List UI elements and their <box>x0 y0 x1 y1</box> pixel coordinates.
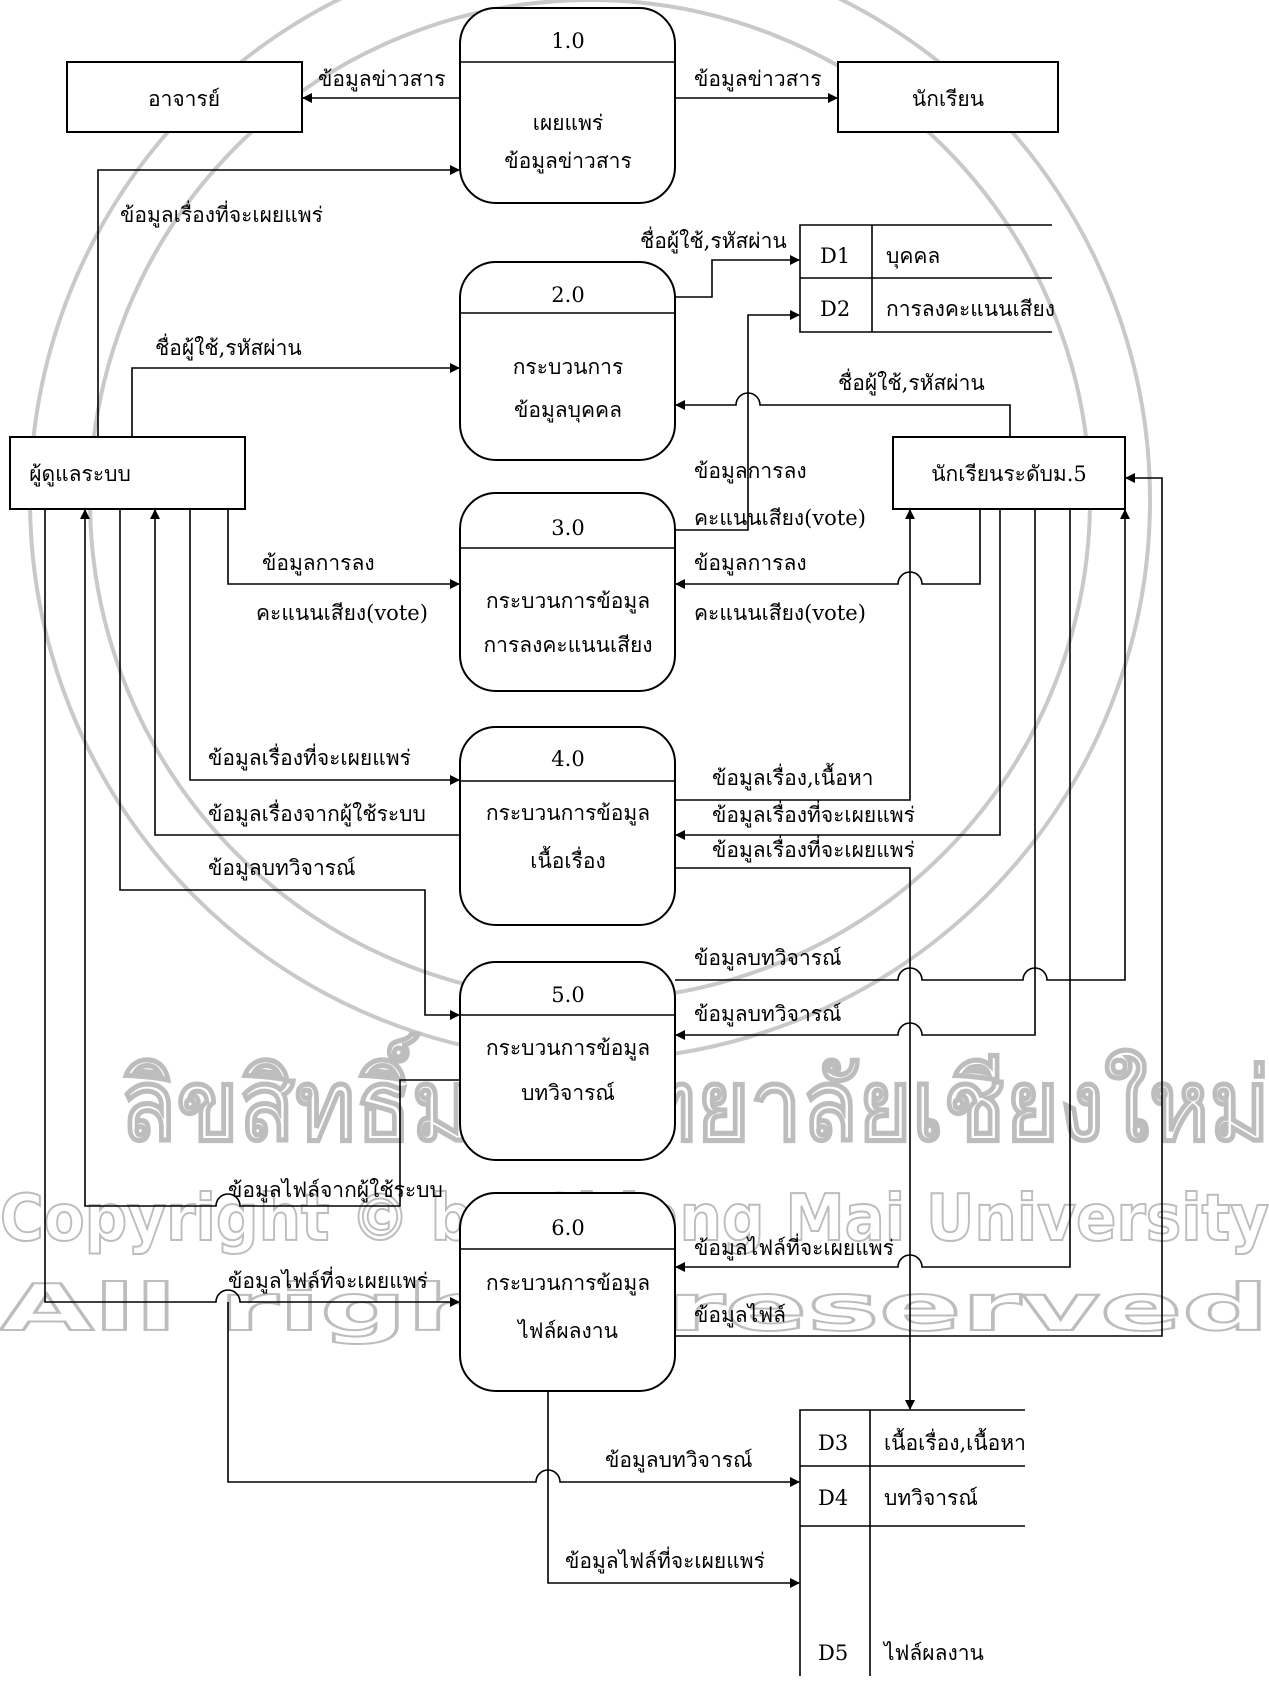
flow-admin-userpass-label: ชื่อผู้ใช้,รหัสผ่าน <box>155 333 302 361</box>
data-store-d1-d2: D1 บุคคล D2 การลงคะแนนเสียง <box>799 224 1055 333</box>
entity-m5-student: นักเรียนระดับม.5 <box>892 436 1126 510</box>
flow-m5-topic-line <box>675 509 1001 840</box>
store-d3-id: D3 <box>818 1431 848 1455</box>
process-6-line1: กระบวนการข้อมูล <box>486 1271 650 1296</box>
flow-m5-vote-label-1: ข้อมูลการลง <box>694 551 807 576</box>
flow-review-to-store-line <box>227 1302 800 1487</box>
flow-labels: ข้อมูลข่าวสาร ข้อมูลข่าวสาร ข้อมูลเรื่อง… <box>120 67 985 1574</box>
process-6: 6.0 กระบวนการข้อมูล ไฟล์ผลงาน <box>459 1192 676 1392</box>
process-6-id: 6.0 <box>551 1216 584 1240</box>
process-2: 2.0 กระบวนการ ข้อมูลบุคคล <box>459 261 676 461</box>
flow-review-out-label: ข้อมูลบทวิจารณ์ <box>694 946 842 971</box>
process-4: 4.0 กระบวนการข้อมูล เนื้อเรื่อง <box>459 726 676 926</box>
process-3-id: 3.0 <box>551 516 584 540</box>
process-5-line2: บทวิจารณ์ <box>521 1081 615 1105</box>
process-5-id: 5.0 <box>551 983 584 1007</box>
store-d2-id: D2 <box>820 297 850 321</box>
flow-review-to-store-label: ข้อมูลบทวิจารณ์ <box>605 1448 753 1473</box>
flow-news-to-student-label: ข้อมูลข่าวสาร <box>694 67 822 92</box>
store-d1-id: D1 <box>820 244 850 268</box>
flow-m5-vote-label-2: คะแนนเสียง(vote) <box>694 601 866 625</box>
flow-vote-store-label-2: คะแนนเสียง(vote) <box>694 506 866 530</box>
process-3-line1: กระบวนการข้อมูล <box>486 589 650 614</box>
process-1-id: 1.0 <box>551 29 584 53</box>
flow-p3-to-d2-line <box>675 310 800 531</box>
store-d2-name: การลงคะแนนเสียง <box>886 297 1055 321</box>
flow-admin-vote-label-1: ข้อมูลการลง <box>262 551 375 576</box>
store-d5-id: D5 <box>818 1641 848 1665</box>
process-3-line2: การลงคะแนนเสียง <box>483 633 652 657</box>
entity-student-label: นักเรียน <box>912 87 984 111</box>
flow-admin-review-line <box>119 509 460 1020</box>
process-2-line2: ข้อมูลบุคคล <box>514 398 622 423</box>
flow-m5-review-label: ข้อมูลบทวิจารณ์ <box>694 1002 842 1027</box>
flow-admin-file-label: ข้อมูลไฟล์ที่จะเผยแพร่ <box>228 1266 428 1294</box>
process-3: 3.0 กระบวนการข้อมูล การลงคะแนนเสียง <box>459 492 676 692</box>
watermark-thai-line: ลิขสิทธิ์มหาวิทยาลัยเชียงใหม่ <box>120 1032 1269 1164</box>
flow-store-topic-label: ข้อมูลเรื่องที่จะเผยแพร่ <box>712 835 915 863</box>
flow-admin-topic-label: ข้อมูลเรื่องที่จะเผยแพร่ <box>208 743 411 771</box>
flow-review-out-line <box>675 509 1130 981</box>
entity-student: นักเรียน <box>837 61 1059 133</box>
entity-admin: ผู้ดูแลระบบ <box>9 436 246 510</box>
flow-admin-vote-line <box>227 509 460 589</box>
process-1-line2: ข้อมูลข่าวสาร <box>504 149 632 174</box>
flow-admin-vote-label-2: คะแนนเสียง(vote) <box>256 601 428 625</box>
flow-admin-review-label: ข้อมูลบทวิจารณ์ <box>208 856 356 881</box>
flow-lines <box>44 93 1163 1588</box>
flow-admin-publish-line <box>97 165 460 437</box>
process-4-line2: เนื้อเรื่อง <box>530 846 605 873</box>
flow-m5-topic-label: ข้อมูลเรื่องที่จะเผยแพร่ <box>712 800 915 828</box>
entity-teacher: อาจารย์ <box>66 61 303 133</box>
flow-admin-publish-label: ข้อมูลเรื่องที่จะเผยแพร่ <box>120 200 323 228</box>
flow-file-from-user-line <box>80 509 460 1207</box>
flow-topic-from-user-line <box>150 509 460 836</box>
entity-m5-student-label: นักเรียนระดับม.5 <box>931 462 1087 486</box>
flow-file-from-user-label: ข้อมูลไฟล์จากผู้ใช้ระบบ <box>228 1178 443 1203</box>
process-6-line2: ไฟล์ผลงาน <box>516 1319 618 1343</box>
flow-admin-userpass-line <box>131 363 460 437</box>
flow-file-to-store-line <box>547 1391 800 1588</box>
flow-topic-from-user-label: ข้อมูลเรื่องจากผู้ใช้ระบบ <box>208 799 426 827</box>
data-store-d3-d5: D3 เนื้อเรื่อง,เนื้อหา D4 บทวิจารณ์ D5 ไ… <box>799 1409 1026 1676</box>
flow-m5-review-line <box>675 509 1036 1040</box>
store-d3-name: เนื้อเรื่อง,เนื้อหา <box>884 1428 1026 1455</box>
store-d5-name: ไฟล์ผลงาน <box>882 1641 984 1665</box>
flow-topic-content-line <box>675 509 915 801</box>
flow-p2-to-d1-line <box>675 255 800 298</box>
entity-admin-label: ผู้ดูแลระบบ <box>29 462 131 487</box>
flow-admin-file-line <box>44 509 460 1307</box>
process-2-id: 2.0 <box>551 283 584 307</box>
process-5: 5.0 กระบวนการข้อมูล บทวิจารณ์ <box>459 961 676 1161</box>
store-d4-name: บทวิจารณ์ <box>884 1486 978 1510</box>
store-d4-id: D4 <box>818 1486 848 1510</box>
flow-p2-userpass-label: ชื่อผู้ใช้,รหัสผ่าน <box>640 226 787 254</box>
flow-m5-vote-line <box>675 509 981 589</box>
process-2-line1: กระบวนการ <box>513 355 624 379</box>
process-1: 1.0 เผยแพร่ ข้อมูลข่าวสาร <box>459 7 676 204</box>
flow-admin-topic-line <box>189 509 460 785</box>
process-1-line1: เผยแพร่ <box>533 111 603 135</box>
process-4-id: 4.0 <box>551 747 584 771</box>
flow-p4-to-d3-line <box>675 867 915 1410</box>
process-5-line1: กระบวนการข้อมูล <box>486 1036 650 1061</box>
flow-m5-file-label: ข้อมูลไฟล์ที่จะเผยแพร่ <box>694 1233 894 1261</box>
flow-file-to-store-label: ข้อมูลไฟล์ที่จะเผยแพร่ <box>565 1546 765 1574</box>
flow-file-out-line <box>675 473 1163 1337</box>
flow-m5-userpass-line <box>675 392 1011 437</box>
store-d1-name: บุคคล <box>886 244 940 269</box>
flow-file-out-label: ข้อมูลไฟล์ <box>694 1303 786 1328</box>
flow-topic-content-label: ข้อมูลเรื่อง,เนื้อหา <box>712 763 873 791</box>
flow-m5-file-line <box>675 509 1071 1272</box>
flow-m5-userpass-label: ชื่อผู้ใช้,รหัสผ่าน <box>838 368 985 396</box>
flow-news-to-teacher-label: ข้อมูลข่าวสาร <box>318 67 446 92</box>
flow-vote-store-label-1: ข้อมูลการลง <box>694 459 807 484</box>
process-4-line1: กระบวนการข้อมูล <box>486 801 650 826</box>
entity-teacher-label: อาจารย์ <box>148 87 220 111</box>
